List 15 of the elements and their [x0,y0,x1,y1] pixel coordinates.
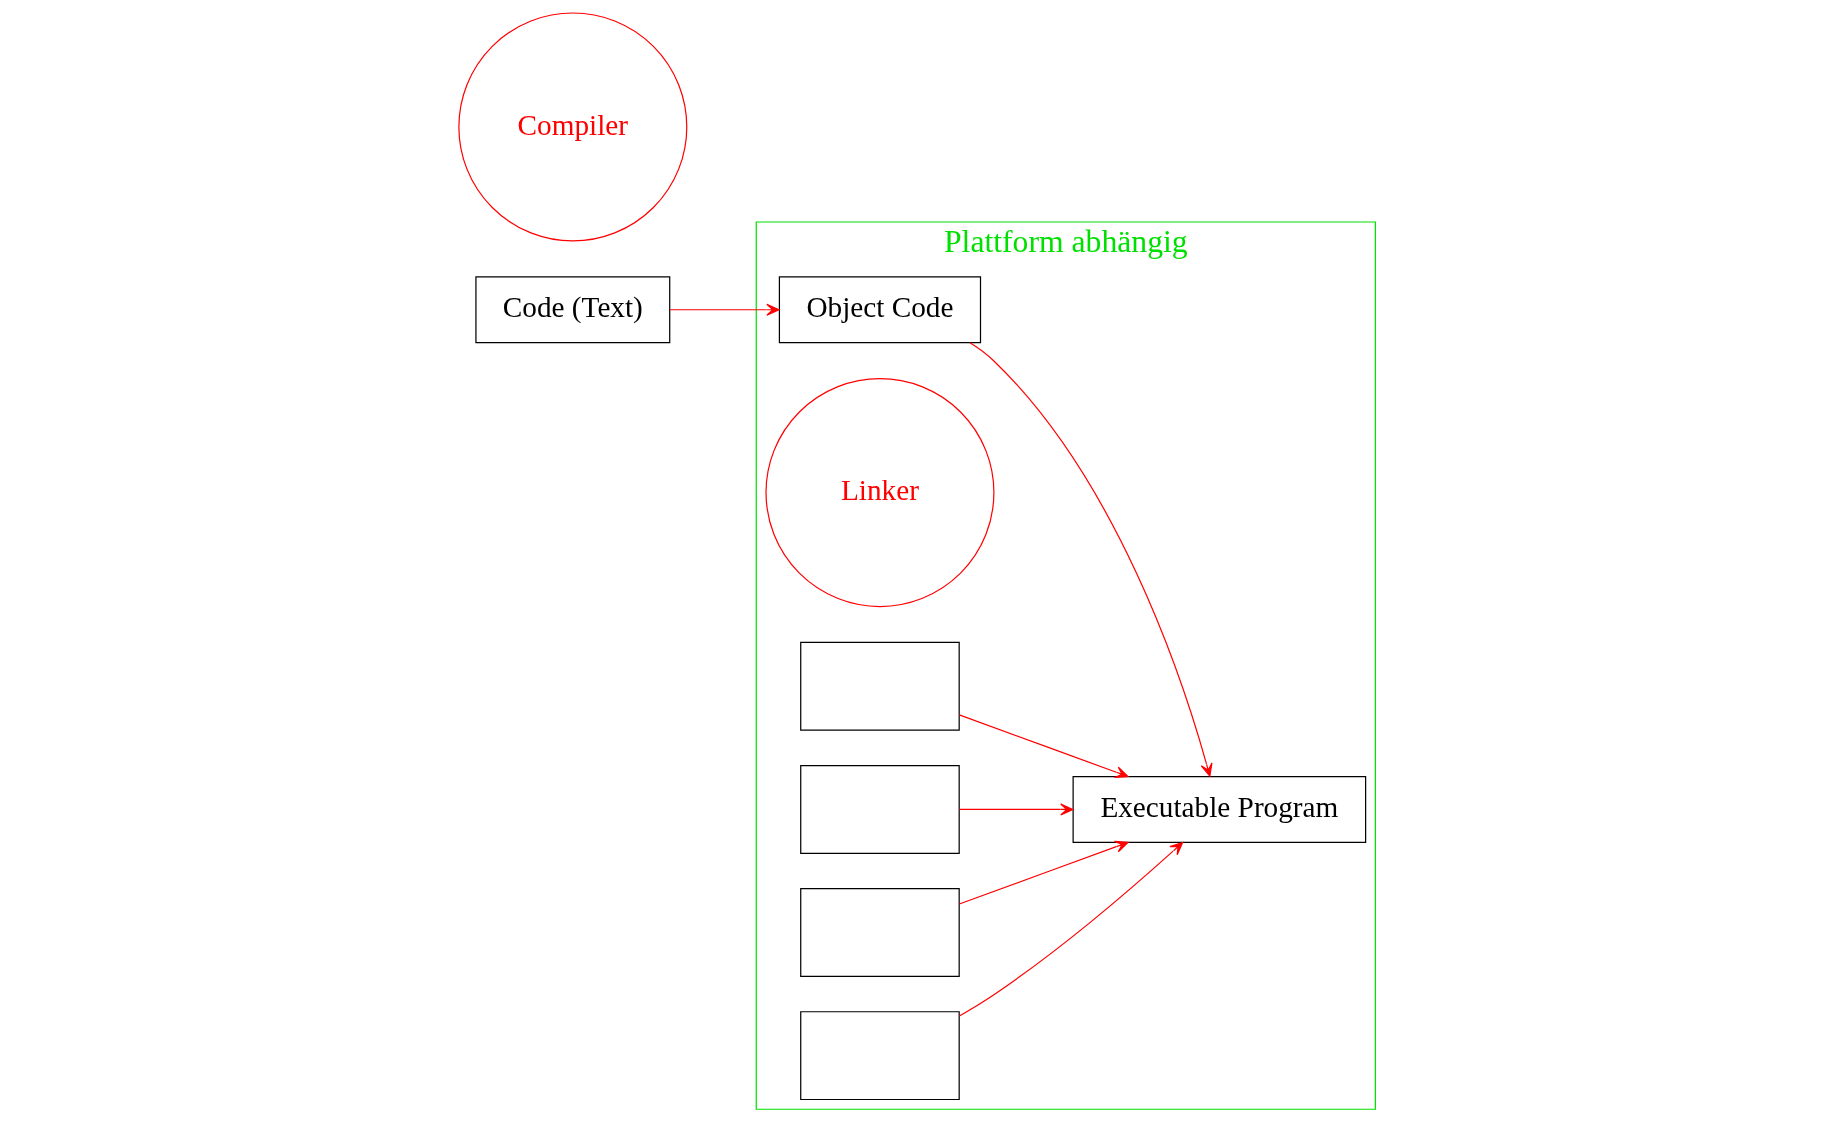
node-box [800,641,960,731]
node-circle: Compiler [458,12,688,242]
arrow [958,841,1184,1017]
arrow [958,840,1129,905]
node-box [800,1011,960,1101]
arrow [669,303,780,316]
node-circle: Linker [765,378,995,608]
arrow [969,342,1213,777]
arrow [958,714,1129,779]
node-box [800,888,960,977]
node-box: Object Code [778,276,982,344]
node-box: Code (Text) [475,276,671,344]
arrow [958,803,1074,816]
node-box [800,764,960,854]
node-box: Executable Program [1072,775,1367,843]
